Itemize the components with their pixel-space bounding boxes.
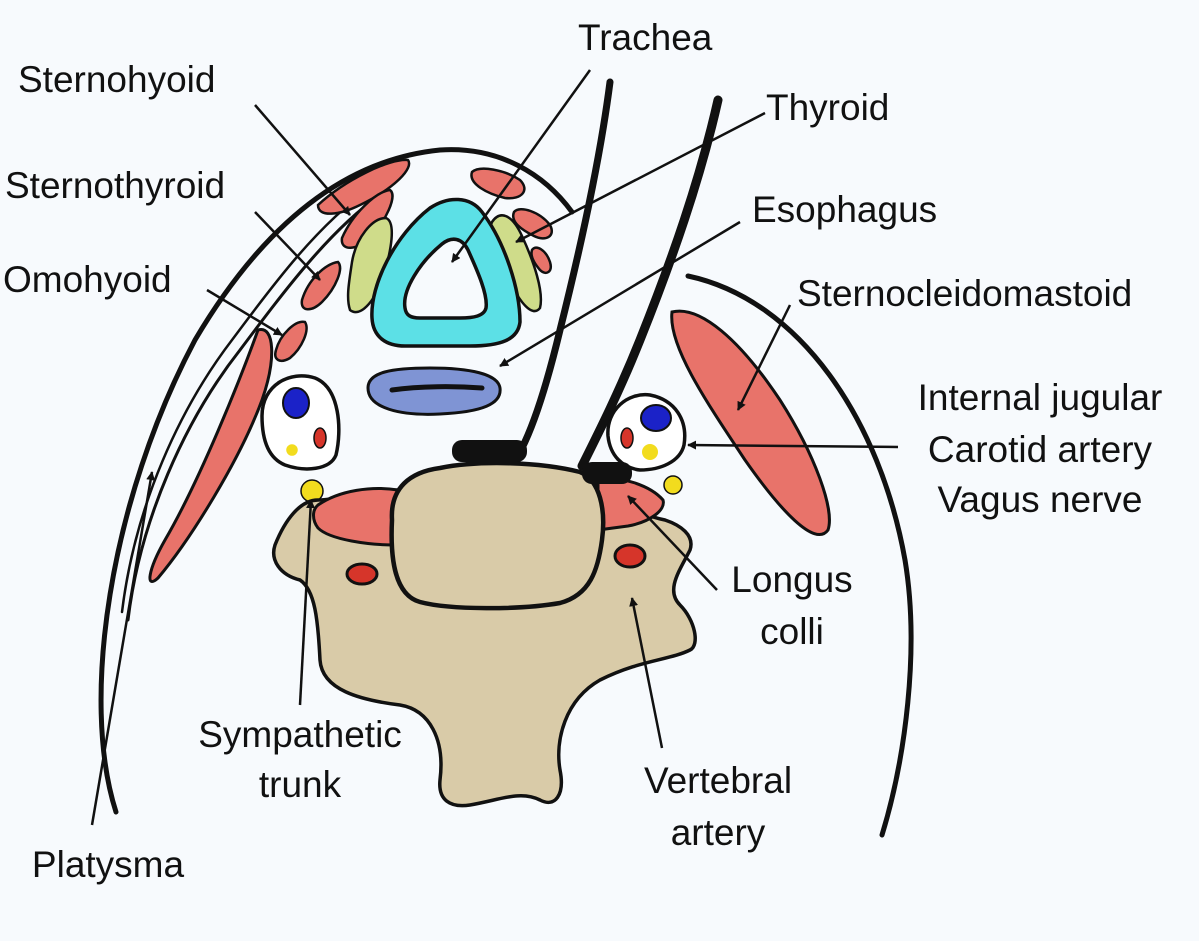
longus-colli-left	[312, 487, 400, 547]
label-sternothyroid: Sternothyroid	[5, 165, 225, 206]
pointer-esophagus	[499, 220, 741, 368]
pointer-sternocleidomastoid	[736, 304, 792, 411]
sternohyoid-right-muscle	[470, 167, 526, 200]
carotid-artery-left	[313, 427, 327, 449]
pointer-vertebral-artery	[629, 597, 664, 749]
pointer-carotid-sheath	[687, 440, 899, 450]
vertebral-body	[389, 460, 606, 611]
sympathetic-trunk-right	[663, 475, 683, 495]
vertebral-artery-left	[345, 562, 379, 586]
pointer-sympathetic-trunk	[298, 499, 316, 706]
neck-outline-left	[98, 147, 575, 815]
pointer-trachea	[450, 69, 592, 263]
sternocleidomastoid-left	[148, 328, 274, 584]
instrument-right	[577, 95, 723, 471]
instrument-right-tip	[582, 462, 632, 484]
platysma-layer	[126, 193, 382, 622]
label-sternocleidomastoid: Sternocleidomastoid	[797, 273, 1132, 314]
instrument-left-tip	[452, 440, 527, 462]
thyroid-muscle-right-a	[511, 208, 553, 240]
label-trachea: Trachea	[578, 17, 713, 58]
label-sympathetic-trunk-line1: Sympathetic	[198, 714, 402, 755]
label-vagus-nerve: Vagus nerve	[938, 479, 1143, 520]
trachea-ring	[370, 197, 522, 348]
label-omohyoid: Omohyoid	[3, 259, 172, 300]
pointer-sternohyoid	[254, 104, 351, 216]
pointer-longus-colli	[627, 495, 718, 591]
label-longus-colli-line2: colli	[760, 611, 824, 652]
label-carotid-artery: Carotid artery	[928, 429, 1153, 470]
sternothyroid-left-muscle	[300, 260, 342, 311]
esophagus-lumen	[389, 384, 485, 393]
internal-jugular-left-vein	[282, 387, 310, 419]
neck-outline-right	[685, 273, 914, 838]
vagus-nerve-left	[283, 441, 301, 459]
label-thyroid: Thyroid	[766, 87, 889, 128]
label-platysma: Platysma	[32, 844, 185, 885]
label-internal-jugular: Internal jugular	[918, 377, 1163, 418]
pointer-thyroid	[515, 111, 766, 244]
internal-jugular-right-vein	[640, 404, 672, 432]
vagus-nerve-right	[642, 444, 658, 460]
platysma-layer-inner	[120, 186, 372, 614]
esophagus-shape	[366, 366, 502, 416]
pointer-omohyoid	[206, 288, 283, 337]
pointer-sternothyroid	[254, 211, 321, 281]
sternocleidomastoid-right	[670, 309, 831, 537]
label-sympathetic-trunk-line2: trunk	[259, 764, 342, 805]
label-vertebral-artery-line2: artery	[671, 812, 766, 853]
sternohyoid-left-muscle	[316, 158, 411, 215]
sternohyoid-left-lower	[340, 188, 394, 249]
instrument-left	[518, 78, 614, 452]
carotid-artery-right	[620, 427, 634, 449]
label-sternohyoid: Sternohyoid	[18, 59, 215, 100]
label-esophagus: Esophagus	[752, 189, 937, 230]
pointer-platysma	[90, 471, 156, 826]
omohyoid-left-muscle	[274, 320, 308, 362]
label-vertebral-artery-line1: Vertebral	[644, 760, 792, 801]
vertebral-artery-right	[613, 543, 647, 569]
label-longus-colli-line1: Longus	[731, 559, 852, 600]
